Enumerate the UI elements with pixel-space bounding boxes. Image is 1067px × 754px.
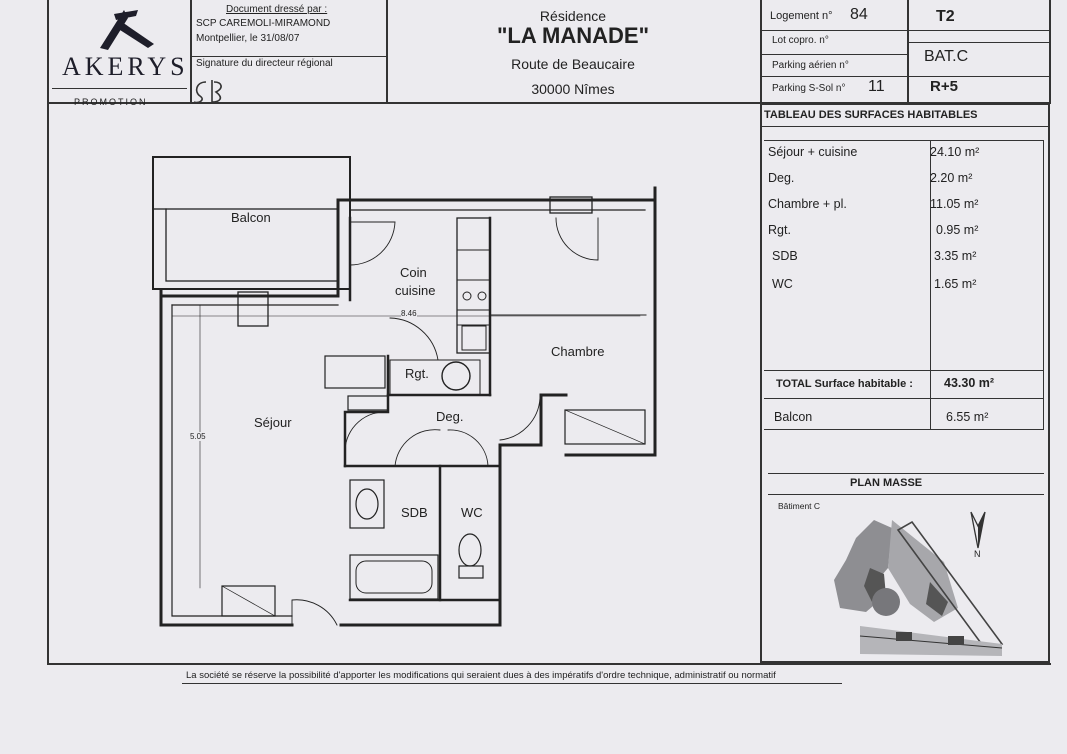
header-frame xyxy=(47,0,1051,104)
lot-type: T2 xyxy=(936,8,955,25)
plan-masse-title: PLAN MASSE xyxy=(850,477,923,489)
surface-row: Séjour + cuisine 24.10 m² xyxy=(768,145,1038,171)
residence-street: Route de Beaucaire xyxy=(511,56,635,72)
room-label-sdb: SDB xyxy=(401,505,428,520)
surface-area: 0.95 m² xyxy=(936,223,979,237)
surface-row: WC 1.65 m² xyxy=(768,277,1038,303)
surface-room: WC xyxy=(772,277,793,291)
plan-masse-rule-top xyxy=(768,473,1044,474)
footer-rule xyxy=(182,683,842,684)
surfaces-frame xyxy=(760,103,1050,663)
plan-masse-building-label: Bâtiment C xyxy=(778,501,821,511)
surface-area: 1.65 m² xyxy=(934,277,977,291)
surfaces-inner-frame xyxy=(764,140,1044,430)
logement-value: 84 xyxy=(850,6,868,23)
brand-name: AKERYS xyxy=(62,52,189,81)
north-label: N xyxy=(974,549,981,559)
doc-info-line2: SCP CAREMOLI-MIRAMOND xyxy=(196,18,331,29)
floor-value: R+5 xyxy=(930,78,958,95)
dimension-width: 8.46 xyxy=(401,309,417,318)
surface-room: Deg. xyxy=(768,171,795,185)
plan-masse-rule-title xyxy=(768,494,1044,495)
surface-row: Rgt. 0.95 m² xyxy=(768,223,1038,249)
building-value: BAT.C xyxy=(924,48,969,65)
dimension-height: 5.05 xyxy=(190,432,206,441)
room-label-cuisine: cuisine xyxy=(395,283,436,298)
total-rule-top xyxy=(764,370,1044,371)
room-label-rgt: Rgt. xyxy=(405,366,429,381)
surface-room: Séjour + cuisine xyxy=(768,145,858,159)
doc-info-line1: Document dressé par : xyxy=(226,4,328,15)
room-label-chambre: Chambre xyxy=(551,344,605,359)
akerys-logo-icon xyxy=(100,10,154,50)
balcon-label: Balcon xyxy=(774,410,813,424)
surface-room: Rgt. xyxy=(768,223,791,237)
surface-row: Chambre + pl. 11.05 m² xyxy=(768,197,1038,223)
surfaces-title: TABLEAU DES SURFACES HABITABLES xyxy=(764,109,978,121)
north-arrow-icon xyxy=(970,511,986,549)
parking-ss-value: 11 xyxy=(868,78,885,95)
brand-tagline: PROMOTION xyxy=(74,97,148,107)
room-label-balcon: Balcon xyxy=(231,210,271,225)
total-label: TOTAL Surface habitable : xyxy=(776,378,913,390)
site-plan-map xyxy=(834,520,1004,656)
signature-label: Signature du directeur régional xyxy=(196,58,333,69)
total-rule-bottom xyxy=(764,398,1044,399)
residence-name: "LA MANADE" xyxy=(496,23,650,48)
room-label-deg: Deg. xyxy=(436,409,464,424)
balcon-value: 6.55 m² xyxy=(946,410,989,424)
header-hline-1 xyxy=(760,30,1050,31)
signature-mark xyxy=(193,80,222,104)
header-divider-4 xyxy=(907,0,909,104)
header-divider-3 xyxy=(760,0,762,104)
footer-frame xyxy=(47,663,1051,665)
surface-area: 24.10 m² xyxy=(930,145,980,159)
surface-area: 11.05 m² xyxy=(930,197,979,211)
header-hline-5 xyxy=(190,56,386,57)
surface-area: 2.20 m² xyxy=(930,171,973,185)
surface-row: Deg. 2.20 m² xyxy=(768,171,1038,197)
doc-info-line3: Montpellier, le 31/08/07 xyxy=(196,33,300,44)
header-hline-4 xyxy=(760,76,1050,77)
parking-ss-label: Parking S-Sol n° xyxy=(772,83,846,94)
room-label-wc: WC xyxy=(461,505,483,520)
copro-label: Lot copro. n° xyxy=(772,35,829,46)
surface-row: SDB 3.35 m² xyxy=(768,249,1038,275)
surface-room: Chambre + pl. xyxy=(768,197,847,211)
total-value: 43.30 m² xyxy=(944,376,995,390)
footer-disclaimer: La société se réserve la possibilité d'a… xyxy=(186,670,776,681)
floor-plan xyxy=(152,156,657,627)
surfaces-rows: Séjour + cuisine 24.10 m² Deg. 2.20 m² Cha… xyxy=(768,145,1038,305)
brand-rule xyxy=(52,88,187,89)
parking-aerien-label: Parking aérien n° xyxy=(772,60,849,71)
surface-area: 3.35 m² xyxy=(934,249,977,263)
header-divider-1 xyxy=(190,0,192,104)
surface-room: SDB xyxy=(772,249,798,263)
room-label-coin: Coin xyxy=(400,265,427,280)
header-divider-2 xyxy=(386,0,388,104)
footer-left-frame xyxy=(47,104,49,664)
room-label-sejour: Séjour xyxy=(254,415,292,430)
residence-prefix: Résidence xyxy=(539,8,607,24)
surfaces-col-divider xyxy=(930,140,931,430)
header-hline-2 xyxy=(760,54,907,55)
residence-city: 30000 Nîmes xyxy=(531,81,615,97)
surfaces-title-rule xyxy=(760,126,1050,127)
header-hline-3 xyxy=(907,42,1050,43)
logement-label: Logement n° xyxy=(770,10,833,22)
